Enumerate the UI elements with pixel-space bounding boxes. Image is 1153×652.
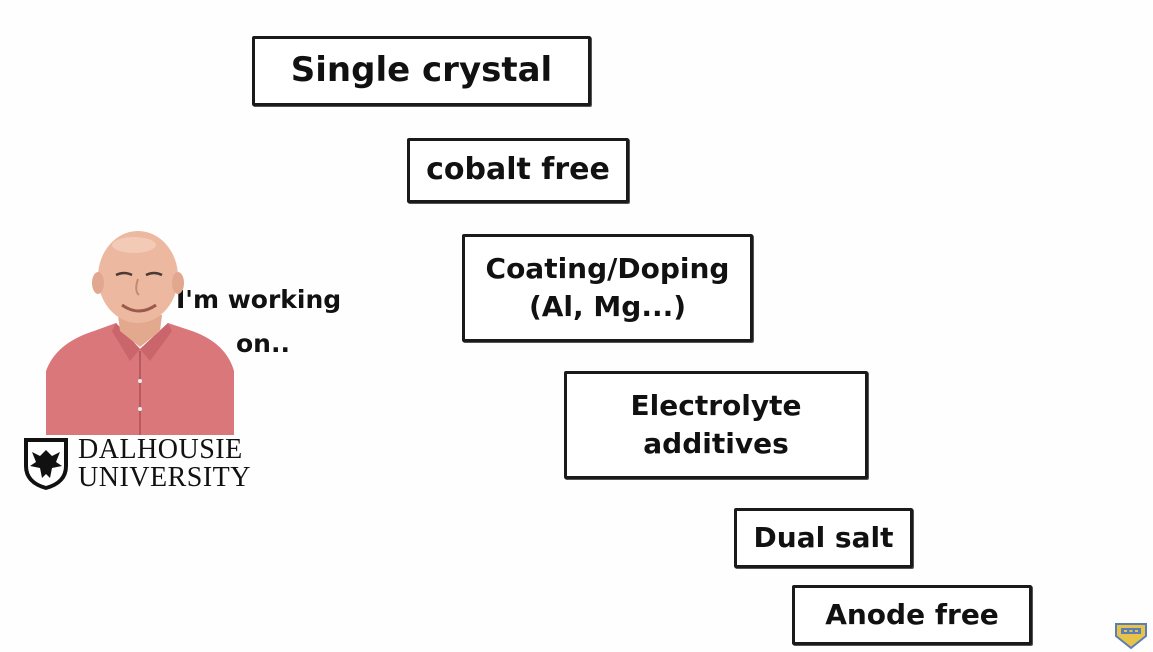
caption-line-1: I'm working bbox=[176, 285, 342, 314]
caption-line-2: on.. bbox=[236, 329, 290, 358]
cobalt-free-box: cobalt free bbox=[407, 138, 629, 203]
electrolyte-label: Electrolyte bbox=[630, 389, 802, 423]
dual-salt-box: Dual salt bbox=[734, 508, 913, 568]
university-line-1: DALHOUSIE bbox=[78, 434, 243, 465]
coating-doping-sublabel: (Al, Mg...) bbox=[528, 290, 687, 323]
dual-salt-label: Dual salt bbox=[753, 521, 894, 555]
university-line-2: UNIVERSITY bbox=[78, 462, 251, 493]
dalhousie-crest-icon bbox=[24, 438, 68, 490]
single-crystal-label: Single crystal bbox=[290, 50, 553, 91]
speaker-portrait bbox=[46, 231, 234, 435]
anode-free-label: Anode free bbox=[825, 598, 999, 632]
coating-doping-box: Coating/Doping (Al, Mg...) bbox=[462, 234, 753, 342]
coating-doping-label: Coating/Doping bbox=[485, 252, 730, 286]
anode-free-box: Anode free bbox=[792, 585, 1032, 645]
additives-label: additives bbox=[643, 427, 789, 460]
electrolyte-additives-box: Electrolyte additives bbox=[564, 371, 868, 479]
single-crystal-box: Single crystal bbox=[252, 36, 591, 106]
university-name: DALHOUSIE UNIVERSITY bbox=[78, 436, 251, 492]
channel-logo-icon[interactable] bbox=[1114, 618, 1148, 650]
speaker-caption: I'm working on.. bbox=[176, 278, 361, 366]
university-logo: DALHOUSIE UNIVERSITY bbox=[22, 436, 251, 492]
cobalt-free-label: cobalt free bbox=[426, 152, 610, 188]
